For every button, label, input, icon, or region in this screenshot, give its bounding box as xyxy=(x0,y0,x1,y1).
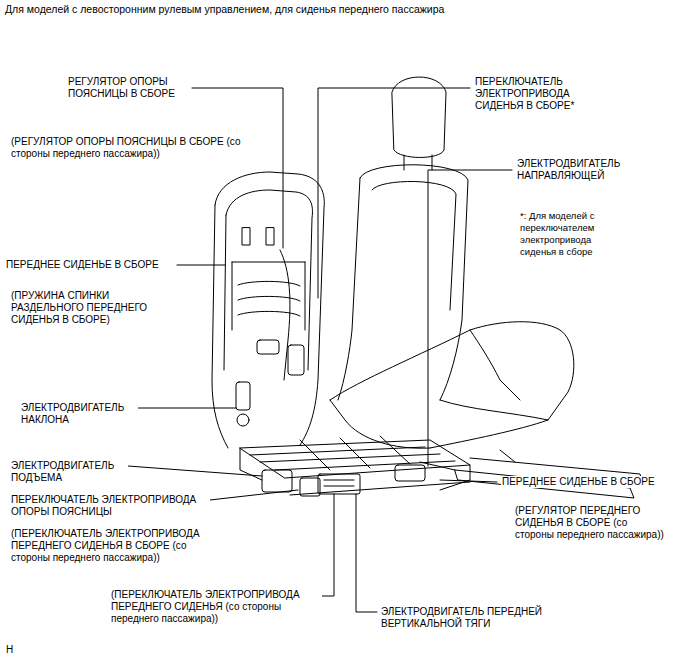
part-label: H xyxy=(5,644,14,656)
part-label: ПЕРЕКЛЮЧАТЕЛЬ ЭЛЕКТРОПРИВОДА ОПОРЫ ПОЯСН… xyxy=(10,494,210,518)
part-label: *: Для моделей с переключателем электроп… xyxy=(519,210,626,258)
part-label: (ПЕРЕКЛЮЧАТЕЛЬ ЭЛЕКТРОПРИВОДА ПЕРЕДНЕГО … xyxy=(110,589,322,625)
part-label: (ПЕРЕКЛЮЧАТЕЛЬ ЭЛЕКТРОПРИВОДА ПЕРЕДНЕГО … xyxy=(10,528,224,564)
part-label: РЕГУЛЯТОР ОПОРЫ ПОЯСНИЦЫ В СБОРЕ xyxy=(67,76,191,100)
part-label: ПЕРЕДНЕЕ СИДЕНЬЕ В СБОРЕ xyxy=(501,476,656,488)
part-label: (РЕГУЛЯТОР ПЕРЕДНЕГО СИДЕНЬЯ В СБОРЕ (со… xyxy=(514,505,668,541)
figure-title: Для моделей с левосторонним рулевым упра… xyxy=(5,3,444,16)
part-label: (РЕГУЛЯТОР ОПОРЫ ПОЯСНИЦЫ В СБОРЕ (со ст… xyxy=(10,136,248,160)
part-label: (ПРУЖИНА СПИНКИ РАЗДЕЛЬНОГО ПЕРЕДНЕГО СИ… xyxy=(10,290,164,326)
part-label: ЭЛЕКТРОДВИГАТЕЛЬ ПЕРЕДНЕЙ ВЕРТИКАЛЬНОЙ Т… xyxy=(380,606,572,630)
part-label: ПЕРЕКЛЮЧАТЕЛЬ ЭЛЕКТРОПРИВОДА СИДЕНЬЯ В С… xyxy=(474,76,596,112)
part-label: ЭЛЕКТРОДВИГАТЕЛЬ ПОДЪЕМА xyxy=(10,460,128,484)
part-label: ЭЛЕКТРОДВИГАТЕЛЬ НАПРАВЛЯЮЩЕЙ xyxy=(516,158,642,182)
part-label: ЭЛЕКТРОДВИГАТЕЛЬ НАКЛОНА xyxy=(20,402,138,426)
part-label: ПЕРЕДНЕЕ СИДЕНЬЕ В СБОРЕ xyxy=(5,259,160,271)
